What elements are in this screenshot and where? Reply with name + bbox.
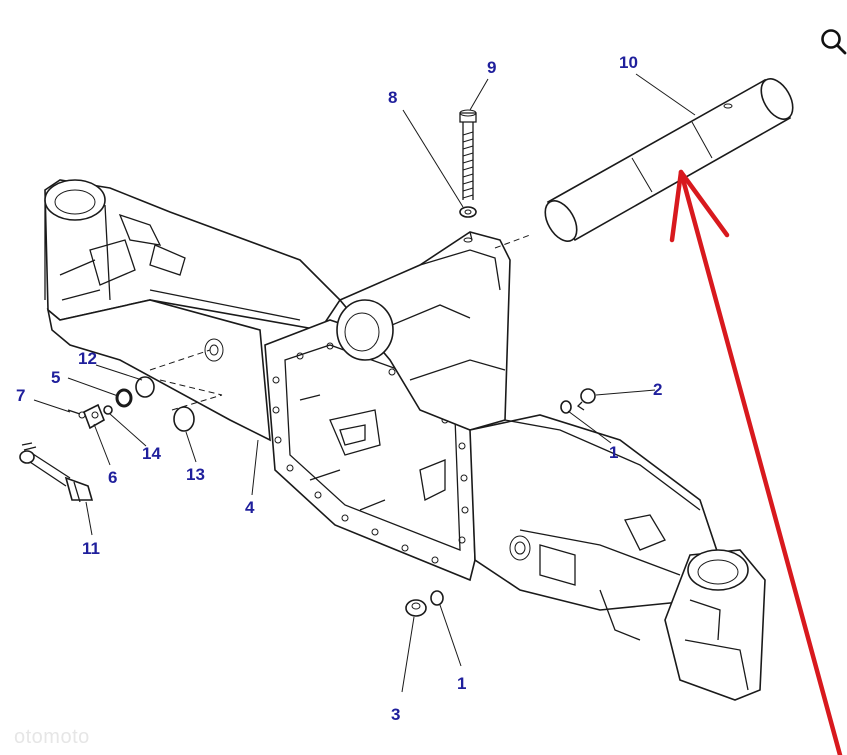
search-icon <box>821 29 847 55</box>
watermark: otomoto <box>14 726 90 748</box>
axle-housing <box>44 179 766 701</box>
callout-2: 2 <box>653 380 662 399</box>
callout-1-upper: 1 <box>609 443 618 462</box>
callout-9: 9 <box>487 58 496 77</box>
callout-11: 11 <box>82 539 100 558</box>
plug-part-2 <box>576 388 596 411</box>
bracket-part-6 <box>82 403 106 430</box>
callout-13: 13 <box>186 465 205 484</box>
seal-ring-part-1-upper <box>560 400 572 414</box>
drain-plug-part-3 <box>405 599 427 617</box>
o-ring-part-12 <box>135 376 155 398</box>
zoom-button[interactable] <box>818 26 847 56</box>
callout-7: 7 <box>16 386 25 405</box>
callout-12: 12 <box>78 349 97 368</box>
o-ring-part-5 <box>115 388 133 408</box>
callout-10: 10 <box>619 53 638 72</box>
callout-8: 8 <box>388 88 397 107</box>
cover-plug-part-13 <box>173 406 195 432</box>
callout-labels: 9 8 10 12 5 7 14 6 13 4 11 2 1 3 1 <box>16 53 662 724</box>
seal-ring-part-1-lower <box>430 590 444 606</box>
callout-6: 6 <box>108 468 117 487</box>
leader-lines <box>33 73 696 693</box>
callout-3: 3 <box>391 705 400 724</box>
pivot-pin-part-10 <box>544 78 794 242</box>
flange-bolt-holes <box>272 342 469 564</box>
callout-14: 14 <box>142 444 161 463</box>
washer-part-14 <box>103 405 113 415</box>
red-arrow <box>669 169 843 755</box>
callout-5: 5 <box>51 368 60 387</box>
screw-part-7 <box>67 409 86 419</box>
bolt-part-9 <box>459 109 477 200</box>
callout-1-lower: 1 <box>457 674 466 693</box>
washer-part-8 <box>459 206 477 218</box>
callout-4: 4 <box>245 498 255 517</box>
sensor-part-11 <box>19 442 94 503</box>
